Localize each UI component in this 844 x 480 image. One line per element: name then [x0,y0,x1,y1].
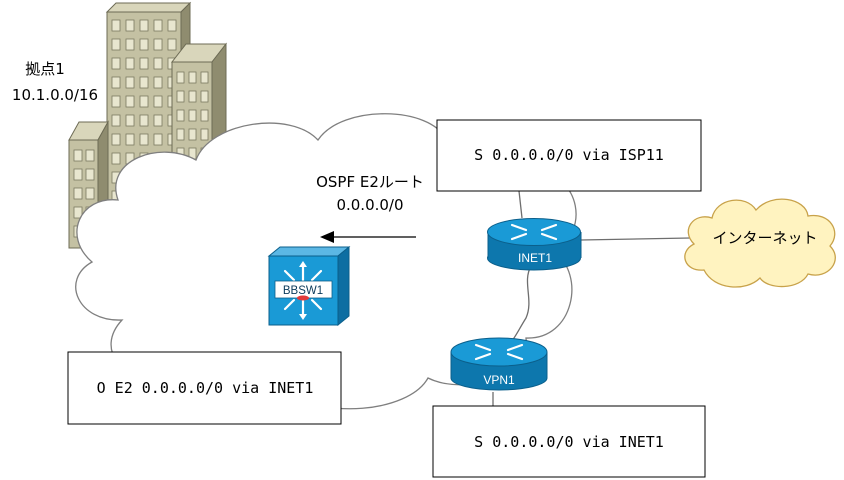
building-window [188,128,197,141]
building-window [125,76,135,89]
building-window [167,38,177,51]
route-entry-bbsw1: O E2 0.0.0.0/0 via INET1 [97,379,314,397]
route-entry-inet1: S 0.0.0.0/0 via ISP11 [474,146,664,164]
building-window [176,109,185,122]
building-window [139,38,149,51]
building-window [200,128,209,141]
building-window [139,76,149,89]
building-window [111,114,121,127]
route-table-bbsw1: O E2 0.0.0.0/0 via INET1 [67,351,342,425]
route-table-inet1: S 0.0.0.0/0 via ISP11 [436,119,702,192]
building-window [200,71,209,84]
building-window [167,19,177,32]
building-window [200,109,209,122]
building-window [153,114,163,127]
internet-label: インターネット [712,229,817,247]
building-window [111,57,121,70]
building-window [111,76,121,89]
building-window [139,133,149,146]
building-window [176,90,185,103]
building-window [73,149,83,162]
building-window [188,109,197,122]
building-window [125,95,135,108]
building-window [153,76,163,89]
building-window [139,95,149,108]
building-window [153,38,163,51]
building-window [111,95,121,108]
route-table-vpn1: S 0.0.0.0/0 via INET1 [432,405,706,478]
building-window [125,38,135,51]
building-window [125,133,135,146]
building-window [85,187,95,200]
building-window [139,114,149,127]
switch-bbsw1-label: BBSW1 [283,285,323,297]
layer3-switch-icon [267,245,351,327]
building-window [188,71,197,84]
router-vpn1-label: VPN1 [483,373,515,387]
route-annotation-prefix: 0.0.0.0/0 [336,196,403,214]
building-window [153,57,163,70]
route-entry-vpn1: S 0.0.0.0/0 via INET1 [474,433,664,451]
route-annotation-title: OSPF E2ルート [316,173,424,191]
site-name: 拠点1 [25,60,65,78]
router-icon [487,218,582,271]
site-network: 10.1.0.0/16 [12,86,98,104]
building-window [85,149,95,162]
building-window [111,152,121,165]
building-window [176,128,185,141]
router-inet1-label: INET1 [518,251,552,265]
building-window [153,133,163,146]
route-arrow [320,231,416,243]
building-window [153,19,163,32]
building-window [111,38,121,51]
building-window [125,57,135,70]
building-window [111,133,121,146]
building-window [139,57,149,70]
building-window [111,19,121,32]
building-window [176,71,185,84]
building-window [73,168,83,181]
building-window [85,168,95,181]
building-window [188,90,197,103]
building-window [200,90,209,103]
building-window [125,114,135,127]
internet-cloud-icon [684,198,836,288]
building-window [139,19,149,32]
building-window [73,206,83,219]
building-window [73,187,83,200]
building-window [125,19,135,32]
building-window [153,95,163,108]
link-inet1-internet [580,237,691,241]
router-icon [450,337,548,391]
link-inet1-routetable [518,190,523,219]
